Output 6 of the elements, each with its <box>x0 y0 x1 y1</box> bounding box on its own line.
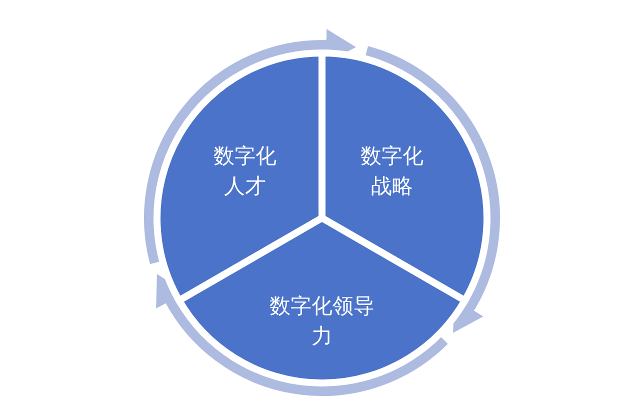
cycle-arrow <box>155 274 448 396</box>
cycle-arrow <box>144 29 356 264</box>
sector-label: 数字化人才 <box>212 144 278 200</box>
sector-label: 数字化领导力 <box>268 294 376 350</box>
cycle-arrow <box>364 46 500 334</box>
sector-label: 数字化战略 <box>360 144 424 200</box>
